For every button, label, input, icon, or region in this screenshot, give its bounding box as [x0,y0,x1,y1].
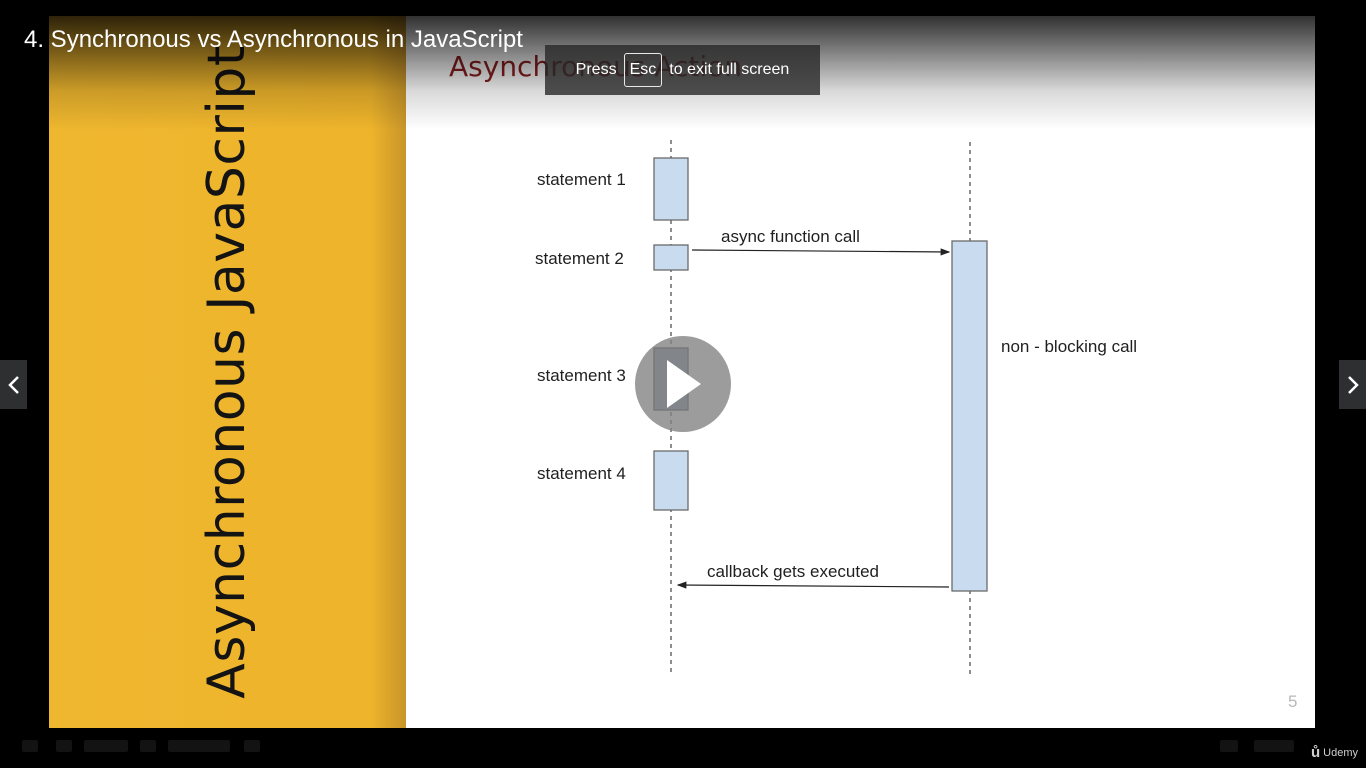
lecture-title: 4. Synchronous vs Asynchronous in JavaSc… [24,26,523,53]
video-control-bar [0,730,1366,768]
udemy-logo-icon: ů [1310,744,1321,761]
toast-suffix: to exit full screen [669,61,790,78]
slide: Asynchronous JavaScript Asynchronous Act… [49,16,1315,728]
chevron-right-icon [1347,375,1359,394]
brand-name: Udemy [1323,746,1358,759]
statement-3-label: statement 3 [537,366,626,385]
async-call-arrow [691,248,951,256]
play-pause-control[interactable] [22,740,38,752]
volume-control[interactable] [1220,740,1238,752]
async-activation-box [951,240,988,592]
async-call-label: async function call [721,227,860,246]
non-blocking-label: non - blocking call [1001,337,1137,356]
slide-page-number: 5 [1288,692,1297,711]
statement-4-label: statement 4 [537,464,626,483]
settings-control[interactable] [1254,740,1294,752]
play-icon [667,360,701,408]
toast-prefix: Press [575,61,617,78]
previous-lecture-button[interactable] [0,360,27,409]
esc-key-badge: Esc [623,53,663,87]
statement-1-box [653,157,689,221]
udemy-logo: ů Udemy [1311,744,1358,761]
statement-4-box [653,450,689,511]
slide-title-panel: Asynchronous JavaScript [49,16,406,728]
statement-1-label: statement 1 [537,170,626,189]
statement-2-label: statement 2 [535,249,624,268]
time-display [168,740,230,752]
callback-label: callback gets executed [707,562,879,581]
callback-arrow [676,581,950,589]
play-button[interactable] [635,336,731,432]
statement-2-box [653,244,689,271]
rewind-control[interactable] [56,740,72,752]
playback-rate-control[interactable] [84,740,128,752]
fullscreen-exit-toast: Press Esc to exit full screen [545,45,820,95]
chevron-left-icon [7,375,19,394]
next-lecture-button[interactable] [1339,360,1366,409]
forward-control[interactable] [140,740,156,752]
bookmark-control[interactable] [244,740,260,752]
